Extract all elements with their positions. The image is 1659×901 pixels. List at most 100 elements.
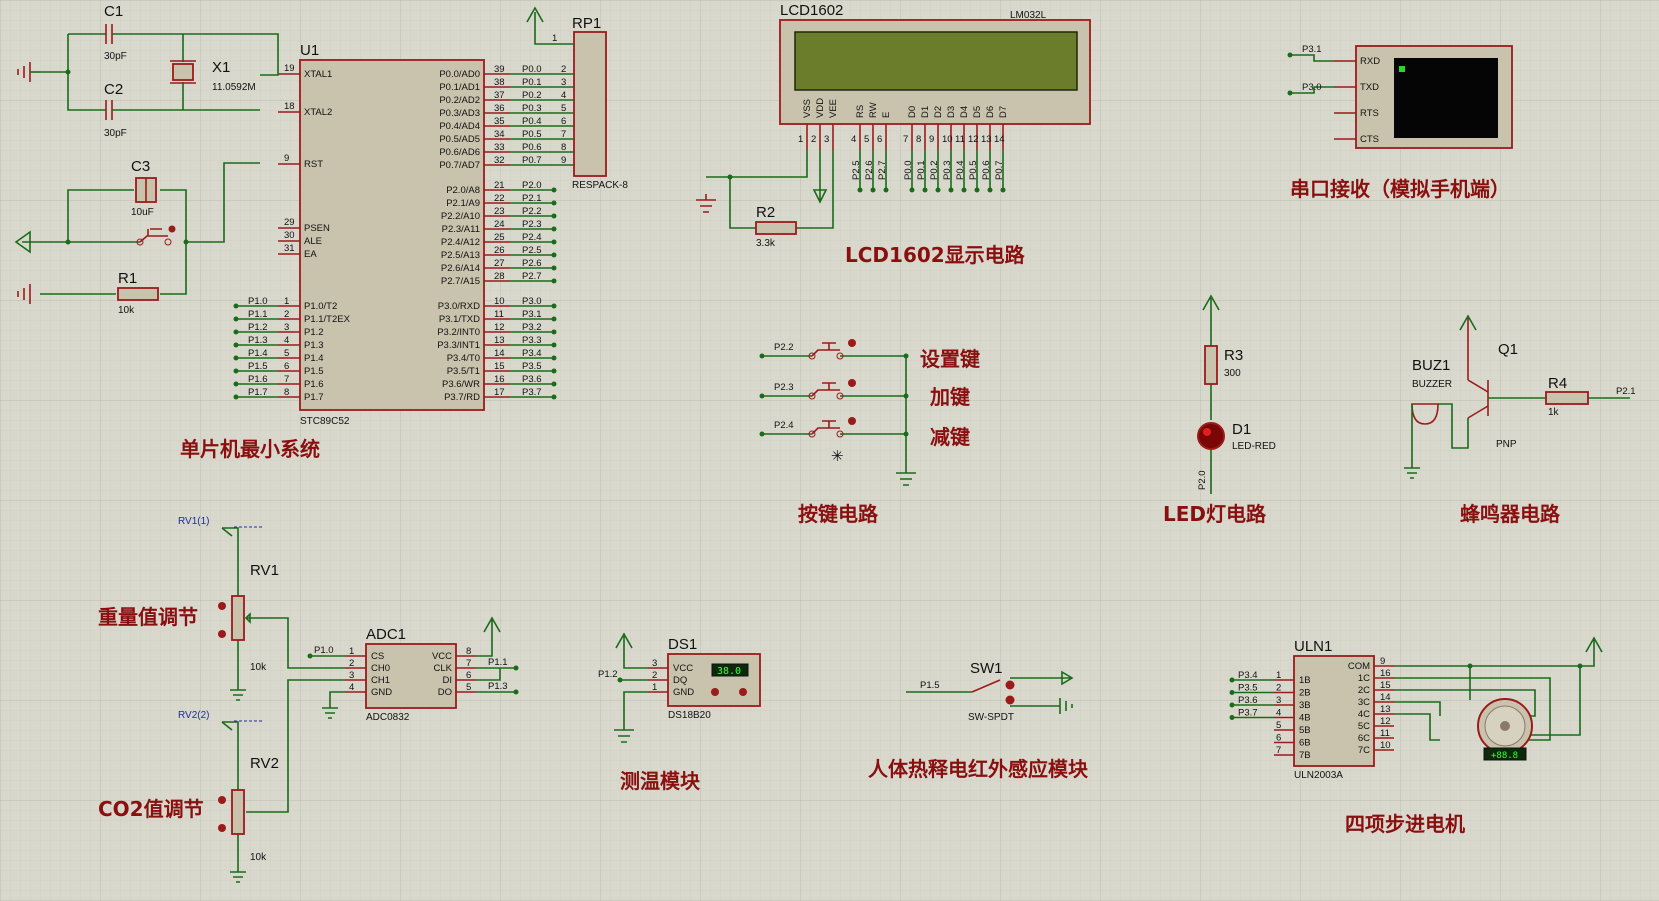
c3-label: C3 (131, 158, 150, 175)
mcu-section: U1 STC89C52 19XTAL118XTAL29RST29PSEN30AL… (14, 3, 628, 461)
serial-net: P3.1 (1302, 44, 1322, 55)
key-set-label: 设置键 (920, 347, 980, 371)
adc-pin-name: DO (438, 687, 452, 698)
u1-chip[interactable] (299, 59, 485, 411)
lcd-pin-number: 11 (955, 134, 965, 145)
x1-crystal[interactable] (172, 63, 194, 81)
rp-pin-number: 9 (561, 155, 566, 166)
mcu-pin-number: 19 (284, 63, 295, 74)
r3-value: 300 (1224, 368, 1241, 379)
svg-text:✳: ✳ (831, 448, 844, 465)
lcd-pin-number: 2 (811, 134, 816, 145)
uln-pin-number: 5 (1276, 720, 1281, 731)
rp-pin-number: 7 (561, 129, 566, 140)
adc-net: P1.3 (488, 681, 508, 692)
adc-pin-number: 1 (349, 646, 354, 657)
p1-pin-number: 4 (284, 335, 289, 346)
uln-pin-name: 2B (1299, 688, 1311, 699)
key-buttons: P2.2P2.3P2.4 (759, 339, 909, 438)
r1-resistor[interactable] (117, 287, 159, 301)
serial-wire (1290, 54, 1334, 62)
lcd-pin-name: VDD (815, 98, 826, 118)
mcu-pin-name: RST (304, 159, 323, 170)
rp-pin-number: 8 (561, 142, 566, 153)
rv2-pot[interactable] (231, 789, 245, 835)
p1-pin-name: P1.7 (304, 392, 324, 403)
uln-pin-number: 11 (1380, 728, 1390, 739)
rp-pin-number: 4 (561, 90, 566, 101)
uln-pin-number: 1 (1276, 670, 1281, 681)
port-pin-name: P0.4/AD4 (439, 121, 480, 132)
port-pin-number: 37 (494, 90, 505, 101)
r1-label: R1 (118, 270, 137, 287)
d1-value: LED-RED (1232, 441, 1276, 452)
uln-pin-name: 1B (1299, 675, 1311, 686)
port-pin-number: 14 (494, 348, 505, 359)
port-pin-number: 17 (494, 387, 505, 398)
key-button[interactable]: P2.3 (759, 379, 909, 400)
adc-net: P1.0 (314, 645, 334, 656)
r3-resistor[interactable] (1204, 345, 1218, 385)
rp1-respack[interactable] (573, 31, 607, 177)
sw1-switch[interactable] (971, 679, 1001, 693)
port-net: P2.5 (522, 245, 542, 256)
uln-pin-number: 2 (1276, 683, 1281, 694)
adc-pin-name: CH0 (371, 663, 390, 674)
motor-wires (1394, 636, 1603, 741)
adc0832-chip[interactable] (365, 643, 457, 709)
lcd-pin-number: 8 (916, 134, 921, 145)
terminal-screen (1394, 58, 1498, 138)
sw1-label: SW1 (970, 660, 1003, 677)
key-button[interactable]: P2.2 (759, 339, 909, 360)
port-pin-number: 27 (494, 258, 505, 269)
port-pin-number: 11 (494, 309, 504, 320)
key-button[interactable]: P2.4 (759, 417, 909, 438)
buz1-buzzer[interactable] (1411, 403, 1439, 425)
d1-led[interactable] (1197, 422, 1225, 450)
uln2003-chip[interactable] (1293, 655, 1375, 767)
lcd-net: P0.3 (942, 160, 953, 180)
serial-pin-name: TXD (1360, 82, 1379, 93)
rv1-pot[interactable] (231, 595, 245, 641)
port-pin-name: P3.5/T1 (447, 366, 480, 377)
r2-resistor[interactable] (755, 221, 797, 235)
port-pin-name: P3.3/INT1 (437, 340, 480, 351)
r4-resistor[interactable] (1545, 391, 1589, 405)
buz1-label: BUZ1 (1412, 357, 1450, 374)
port-pin-number: 38 (494, 77, 505, 88)
p1-net: P1.1 (248, 309, 268, 320)
serial-pin-name: CTS (1360, 134, 1379, 145)
key-sub-label: 减键 (930, 425, 970, 449)
mcu-pin-number: 18 (284, 101, 295, 112)
p1-net: P1.7 (248, 387, 268, 398)
ds-value: DS18B20 (668, 710, 711, 721)
p1-pin-number: 5 (284, 348, 289, 359)
lcd-net: P0.7 (994, 160, 1005, 180)
adc-pin-name: CS (371, 651, 384, 662)
ds-reading: 38.0 (717, 666, 741, 677)
port-net: P0.5 (522, 129, 542, 140)
port-pin-number: 35 (494, 116, 505, 127)
port-net: P3.2 (522, 322, 542, 333)
uln-label: ULN1 (1294, 638, 1332, 655)
adc-label: ADC1 (366, 626, 406, 643)
lcd-net: P0.6 (981, 160, 992, 180)
rv2-probe: RV2(2) (178, 710, 210, 721)
lcd-pin-name: D2 (933, 106, 944, 118)
port-pin-name: P0.0/AD0 (439, 69, 480, 80)
uln-pin-name: 4C (1358, 709, 1370, 720)
p1-net: P1.4 (248, 348, 268, 359)
caption-pir: 人体热释电红外感应模块 (868, 757, 1089, 781)
lcd-pin-number: 7 (903, 134, 908, 145)
port-pin-number: 15 (494, 361, 505, 372)
serial-pin-name: RTS (1360, 108, 1379, 119)
lcd-pin-number: 1 (798, 134, 803, 145)
q1-label: Q1 (1498, 341, 1518, 358)
adc-pin-number: 3 (349, 670, 354, 681)
ds-net: P1.2 (598, 669, 618, 680)
ds18b20-sensor[interactable] (667, 653, 761, 707)
port-pin-name: P2.3/A11 (442, 224, 480, 235)
